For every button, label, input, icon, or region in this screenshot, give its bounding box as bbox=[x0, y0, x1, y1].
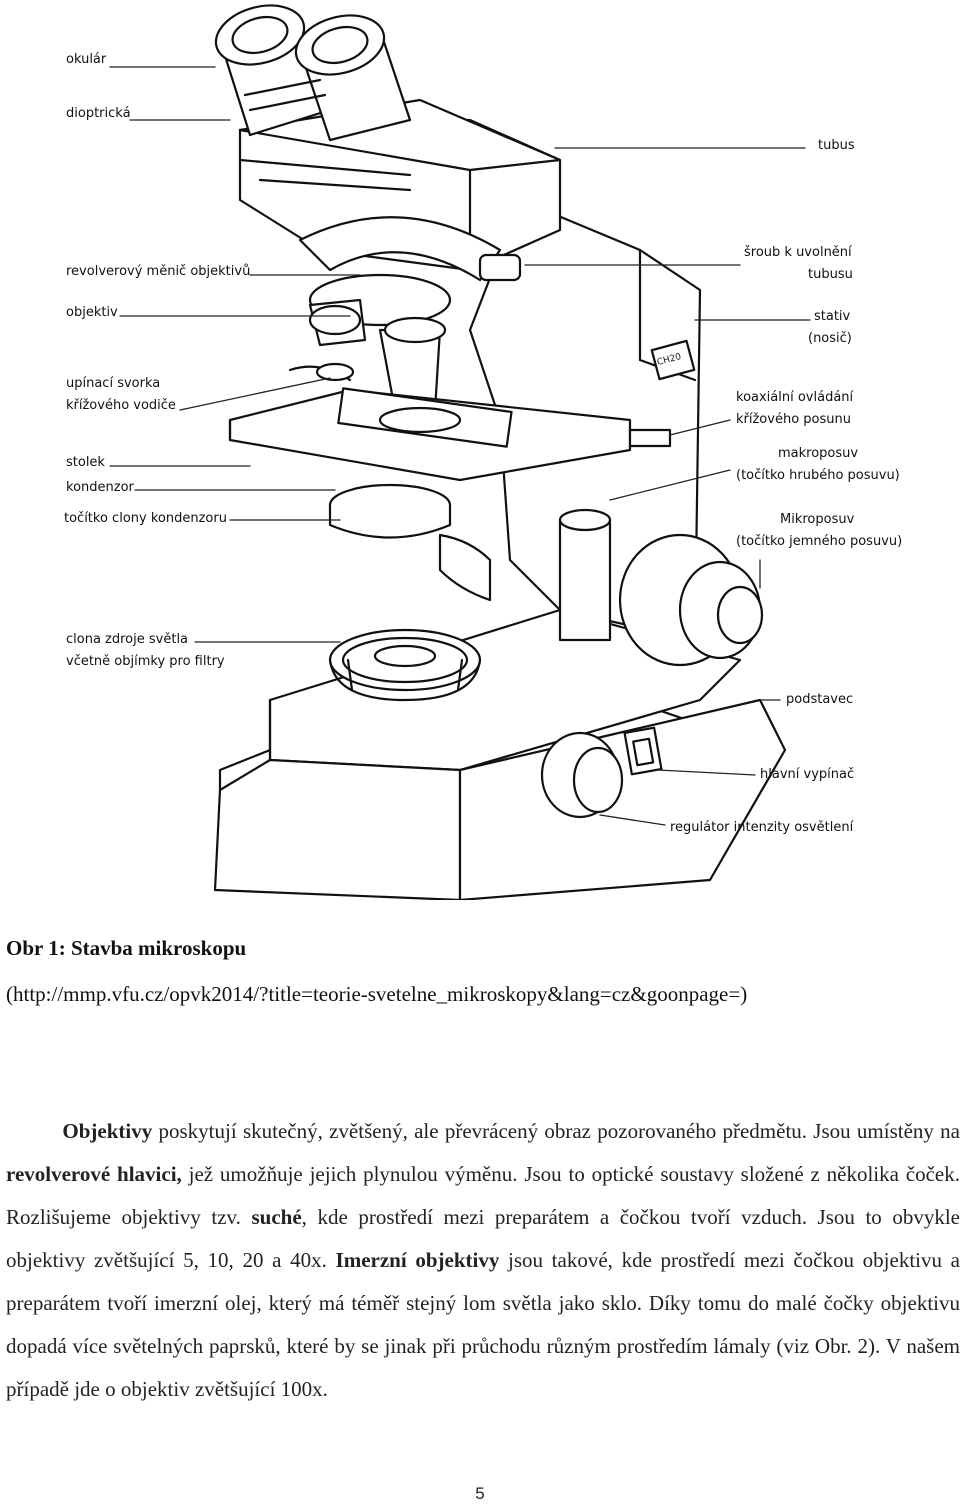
para-text-1: poskytují skutečný, zvětšený, ale převrá… bbox=[152, 1119, 960, 1143]
label-makro-1: makroposuv bbox=[778, 446, 859, 461]
para-indent bbox=[6, 1119, 62, 1143]
para-text-2: jež umožňuje jejich plynulou výměnu. Jso… bbox=[6, 1162, 960, 1229]
label-mikro-1: Mikroposuv bbox=[780, 512, 855, 527]
condenser-drawing bbox=[328, 483, 492, 602]
label-makro-2: (točítko hrubého posuvu) bbox=[736, 468, 900, 483]
label-stativ-2: (nosič) bbox=[808, 331, 852, 346]
label-upinaci-1: upínací svorka bbox=[66, 376, 161, 391]
figure-caption-source: (http://mmp.vfu.cz/opvk2014/?title=teori… bbox=[6, 982, 748, 1006]
label-regulator: regulátor intenzity osvětlení bbox=[670, 820, 854, 835]
objectives-drawing bbox=[308, 253, 522, 420]
label-podstavec: podstavec bbox=[786, 692, 854, 707]
label-dioptricka: dioptrická bbox=[66, 106, 131, 121]
label-sroub-2: tubusu bbox=[808, 267, 853, 282]
label-koax-2: křížového posunu bbox=[736, 412, 851, 427]
label-sroub-1: šroub k uvolnění bbox=[744, 245, 852, 260]
microscope-figure: CH20 okulár dioptrická revolverový měnič… bbox=[64, 4, 903, 900]
label-upinaci-2: křížového vodiče bbox=[66, 398, 176, 413]
label-stativ-1: stativ bbox=[814, 309, 851, 324]
leader-lines bbox=[109, 66, 811, 826]
body-paragraph: Objektivy poskytují skutečný, zvětšený, … bbox=[6, 1110, 960, 1411]
label-zdroj-1: clona zdroje světla bbox=[66, 632, 189, 647]
light-aperture-drawing bbox=[328, 628, 482, 702]
figure-caption-title: Obr 1: Stavba mikroskopu bbox=[6, 936, 247, 960]
term-suche: suché bbox=[251, 1205, 302, 1229]
para-text-3: , kde prostředí mezi preparátem a čočkou… bbox=[6, 1205, 960, 1272]
label-okular: okulár bbox=[66, 52, 107, 67]
head-drawing bbox=[238, 98, 562, 282]
label-tubus: tubus bbox=[818, 138, 855, 153]
eyepieces-drawing bbox=[214, 4, 412, 142]
label-zdroj-2: včetně objímky pro filtry bbox=[66, 654, 225, 669]
para-text-4: jsou takové, kde prostředí mezi čočkou o… bbox=[6, 1248, 960, 1401]
term-revolverove-hlavici: revolverové hlavici, bbox=[6, 1162, 182, 1186]
label-mikro-2: (točítko jemného posuvu) bbox=[736, 534, 903, 549]
label-kondenzor: kondenzor bbox=[66, 480, 134, 495]
label-clona-kondenzoru: točítko clony kondenzoru bbox=[64, 511, 227, 526]
term-imerzni-objektivy: Imerzní objektivy bbox=[335, 1248, 500, 1272]
dial-switch-drawing bbox=[540, 726, 663, 819]
page-number: 5 bbox=[475, 1484, 485, 1503]
label-stolek: stolek bbox=[66, 455, 105, 470]
stage-drawing bbox=[228, 362, 672, 482]
label-vypinac: hlavní vypínač bbox=[760, 767, 855, 782]
label-revolver: revolverový měnič objektivů bbox=[66, 264, 251, 279]
microscope-illustration bbox=[109, 4, 811, 900]
label-koax-1: koaxiální ovládání bbox=[736, 390, 854, 405]
label-objektiv: objektiv bbox=[66, 305, 118, 320]
term-objektivy: Objektivy bbox=[62, 1119, 153, 1143]
focus-knobs-drawing bbox=[558, 508, 764, 667]
